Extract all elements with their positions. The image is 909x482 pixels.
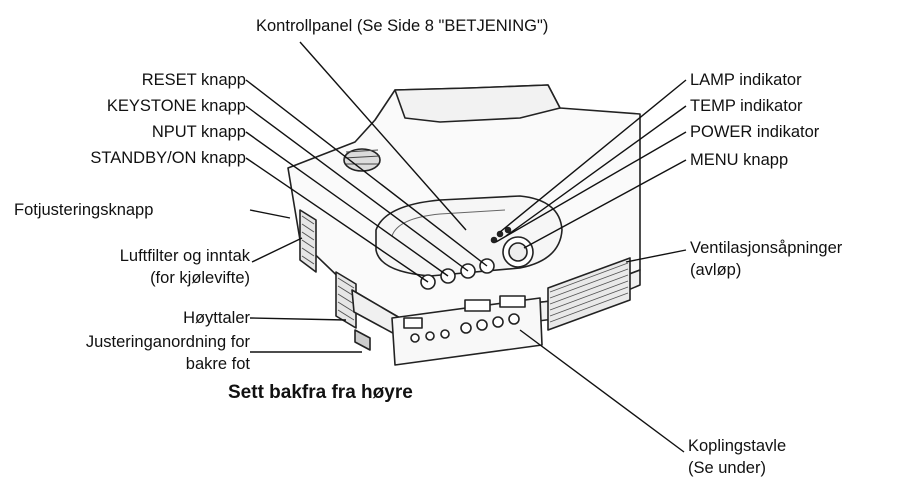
label-lamp-indicator: LAMP indikator: [690, 71, 802, 89]
intake-grille: [299, 209, 317, 273]
leader-reset: [245, 79, 488, 267]
leader-ventilasjon: [625, 249, 687, 263]
label-luftfilter-line2: (for kjølevifte): [150, 269, 250, 287]
label-kopling-line1: Koplingstavle: [688, 437, 787, 455]
label-input-button: NPUT knapp: [151, 123, 246, 141]
label-luftfilter-line1: Luftfilter og inntak: [119, 247, 250, 265]
label-kopling-line2: (Se under): [688, 459, 766, 477]
diagram-caption: Sett bakfra fra høyre: [228, 382, 413, 403]
leader-standby: [245, 157, 429, 283]
leader-lines: [245, 41, 687, 453]
label-kontrollpanel: Kontrollpanel (Se Side 8 "BETJENING"): [256, 17, 549, 35]
label-reset-button: RESET knapp: [141, 71, 246, 89]
label-ventilasjon-line1: Ventilasjonsåpninger: [690, 239, 843, 257]
leader-kopling: [519, 329, 685, 453]
lens-ring: [343, 148, 381, 172]
leader-input: [245, 131, 449, 277]
label-temp-indicator: TEMP indikator: [690, 97, 803, 115]
leader-kontrollpanel: [299, 41, 467, 231]
label-standby-button: STANDBY/ON knapp: [90, 149, 246, 167]
leader-hoyttaler: [249, 317, 347, 321]
leader-fotjustering: [249, 209, 291, 219]
label-ventilasjon-line2: (avløp): [690, 261, 742, 279]
label-power-indicator: POWER indikator: [690, 123, 820, 141]
label-justering-line1: Justeringanordning for: [85, 333, 250, 351]
leader-luftfilter: [251, 237, 303, 263]
leader-menu: [523, 159, 687, 249]
leader-temp: [505, 105, 687, 237]
leader-power: [495, 131, 687, 243]
rear-foot: [354, 329, 371, 351]
leader-keystone: [245, 105, 469, 272]
projector-lid: [394, 84, 561, 123]
label-keystone-button: KEYSTONE knapp: [106, 97, 246, 115]
leader-lamp: [499, 79, 687, 233]
label-fotjustering: Fotjusteringsknapp: [14, 201, 154, 219]
label-justering-line2: bakre fot: [185, 355, 250, 373]
label-hoyttaler: Høyttaler: [183, 309, 250, 327]
label-menu-button: MENU knapp: [690, 151, 789, 169]
